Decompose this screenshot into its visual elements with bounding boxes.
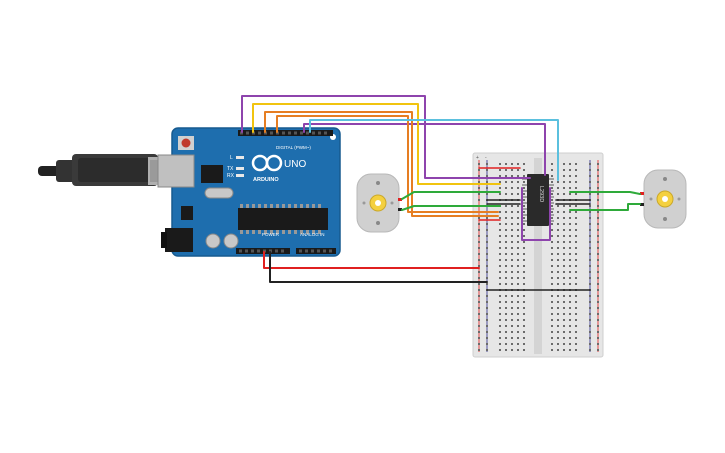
wire-orange-1 (264, 111, 499, 217)
wire-purple-2 (303, 123, 546, 176)
wire-yellow (252, 103, 501, 185)
dc-motor-right[interactable] (640, 169, 687, 229)
board-brand: ARDUINO (253, 177, 279, 183)
rail-minus-label: - (485, 155, 487, 161)
wires (241, 95, 641, 291)
wire-green-left-1 (401, 191, 501, 200)
reset-button[interactable] (181, 138, 191, 148)
wire-black-gnd (269, 251, 488, 283)
wire-purple-jumper (521, 187, 551, 241)
analog-header-label: ANALOG IN (300, 232, 325, 237)
digital-pin-header[interactable] (238, 130, 333, 136)
analog-pin-header[interactable] (296, 248, 336, 254)
wire-purple (241, 95, 531, 179)
wire-cyan (309, 119, 559, 181)
usb-cable (38, 154, 170, 186)
chip-label: L293D (538, 186, 544, 202)
led-label-l: L (230, 155, 233, 161)
arduino-logo-icon (251, 154, 283, 172)
wire-green-left-2 (401, 205, 501, 211)
led-label-tx: TX (227, 166, 234, 172)
board-model: UNO (284, 159, 306, 170)
dc-motor-left[interactable] (356, 173, 402, 233)
digital-header-label: DIGITAL (PWM~) (276, 145, 311, 150)
breadboard-holes (478, 163, 599, 351)
wire-green-right-2 (569, 203, 641, 211)
led-label-rx: RX (227, 173, 235, 179)
power-header-label: POWER (262, 232, 280, 237)
arduino-uno-board[interactable]: L TX RX UNO ARDUINO DIGITAL (PWM~) POWER… (157, 127, 341, 257)
wire-red-5v (263, 251, 480, 269)
wire-orange-2 (276, 115, 499, 213)
rail-plus-label: + (476, 155, 479, 161)
wire-green-right-1 (569, 191, 641, 195)
atmega-chip (238, 208, 328, 230)
